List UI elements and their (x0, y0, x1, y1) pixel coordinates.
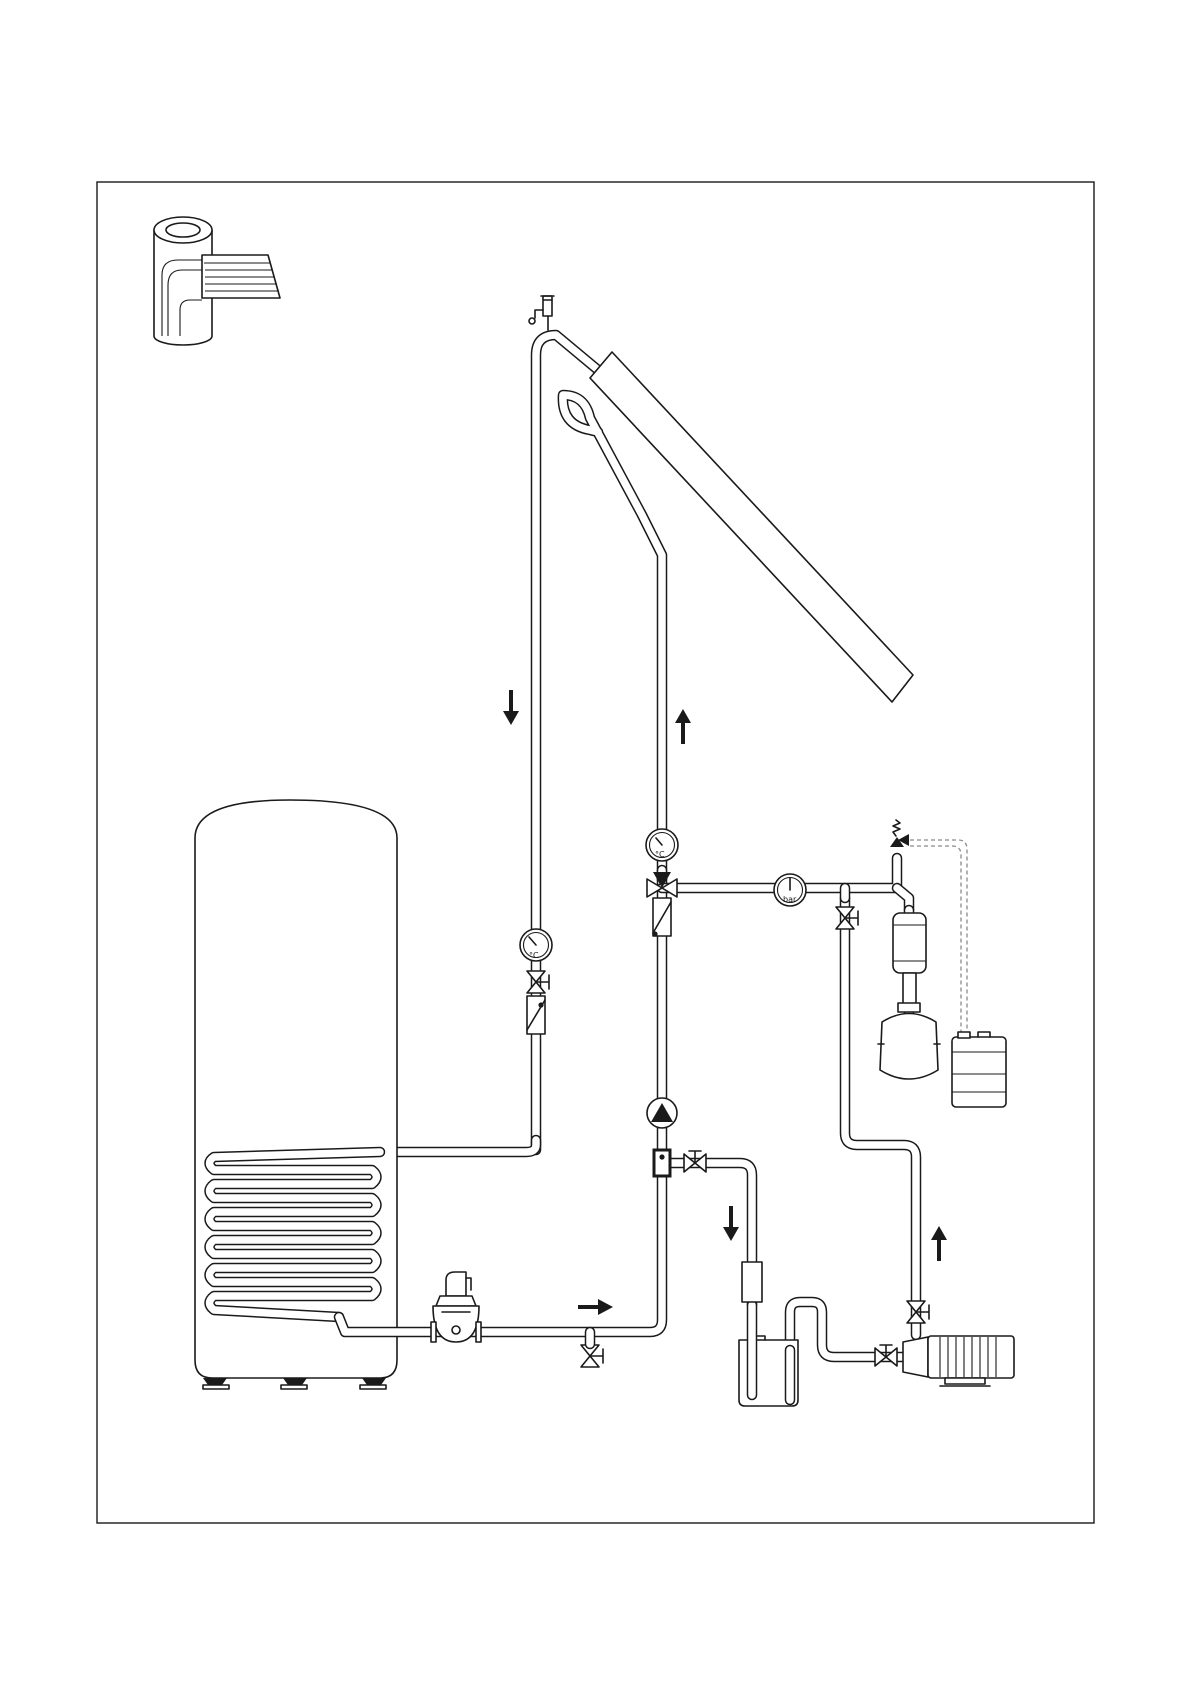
flow-arrow-icon (503, 690, 519, 725)
pressure-gauge-icon: bar (774, 874, 806, 906)
shut-off-valve-icon (684, 1151, 706, 1172)
collection-canister-icon (952, 1032, 1006, 1107)
filter-cartridge-icon (742, 1262, 762, 1302)
filling-loop (662, 888, 916, 1400)
shut-off-valve-icon (907, 1301, 929, 1323)
flow-arrow-icon (675, 709, 691, 744)
flow-arrow-icon (723, 1206, 739, 1241)
air-vent-icon (529, 296, 554, 330)
circulation-pump-icon (647, 1098, 677, 1128)
flow-thermometer-unit: °C (655, 850, 665, 859)
check-valve-icon (527, 996, 545, 1034)
air-separator-icon (431, 1272, 481, 1342)
shut-off-valve-icon (875, 1345, 897, 1366)
shut-off-valve-icon (527, 971, 549, 993)
shut-off-valve-icon (836, 907, 858, 929)
return-line (380, 1140, 536, 1152)
safety-valve-icon (890, 820, 909, 847)
filling-pump-icon (903, 1336, 1014, 1386)
expansion-vessel-icon (878, 910, 940, 1079)
thermometer-gauge-icon: °C (520, 929, 552, 961)
flow-arrow-icon (931, 1226, 947, 1261)
return-thermometer-unit: °C (529, 951, 539, 960)
flow-arrow-icon (578, 1299, 613, 1315)
tank-collector-thumbnail-icon (154, 217, 280, 345)
solar-collector-icon (590, 352, 913, 702)
three-way-valve-icon (647, 872, 677, 937)
flow-meter-icon (654, 1150, 670, 1176)
collector-pipework (536, 335, 662, 1150)
thermometer-gauge-icon: °C (646, 829, 678, 861)
pressure-gauge-unit: bar (783, 895, 797, 904)
